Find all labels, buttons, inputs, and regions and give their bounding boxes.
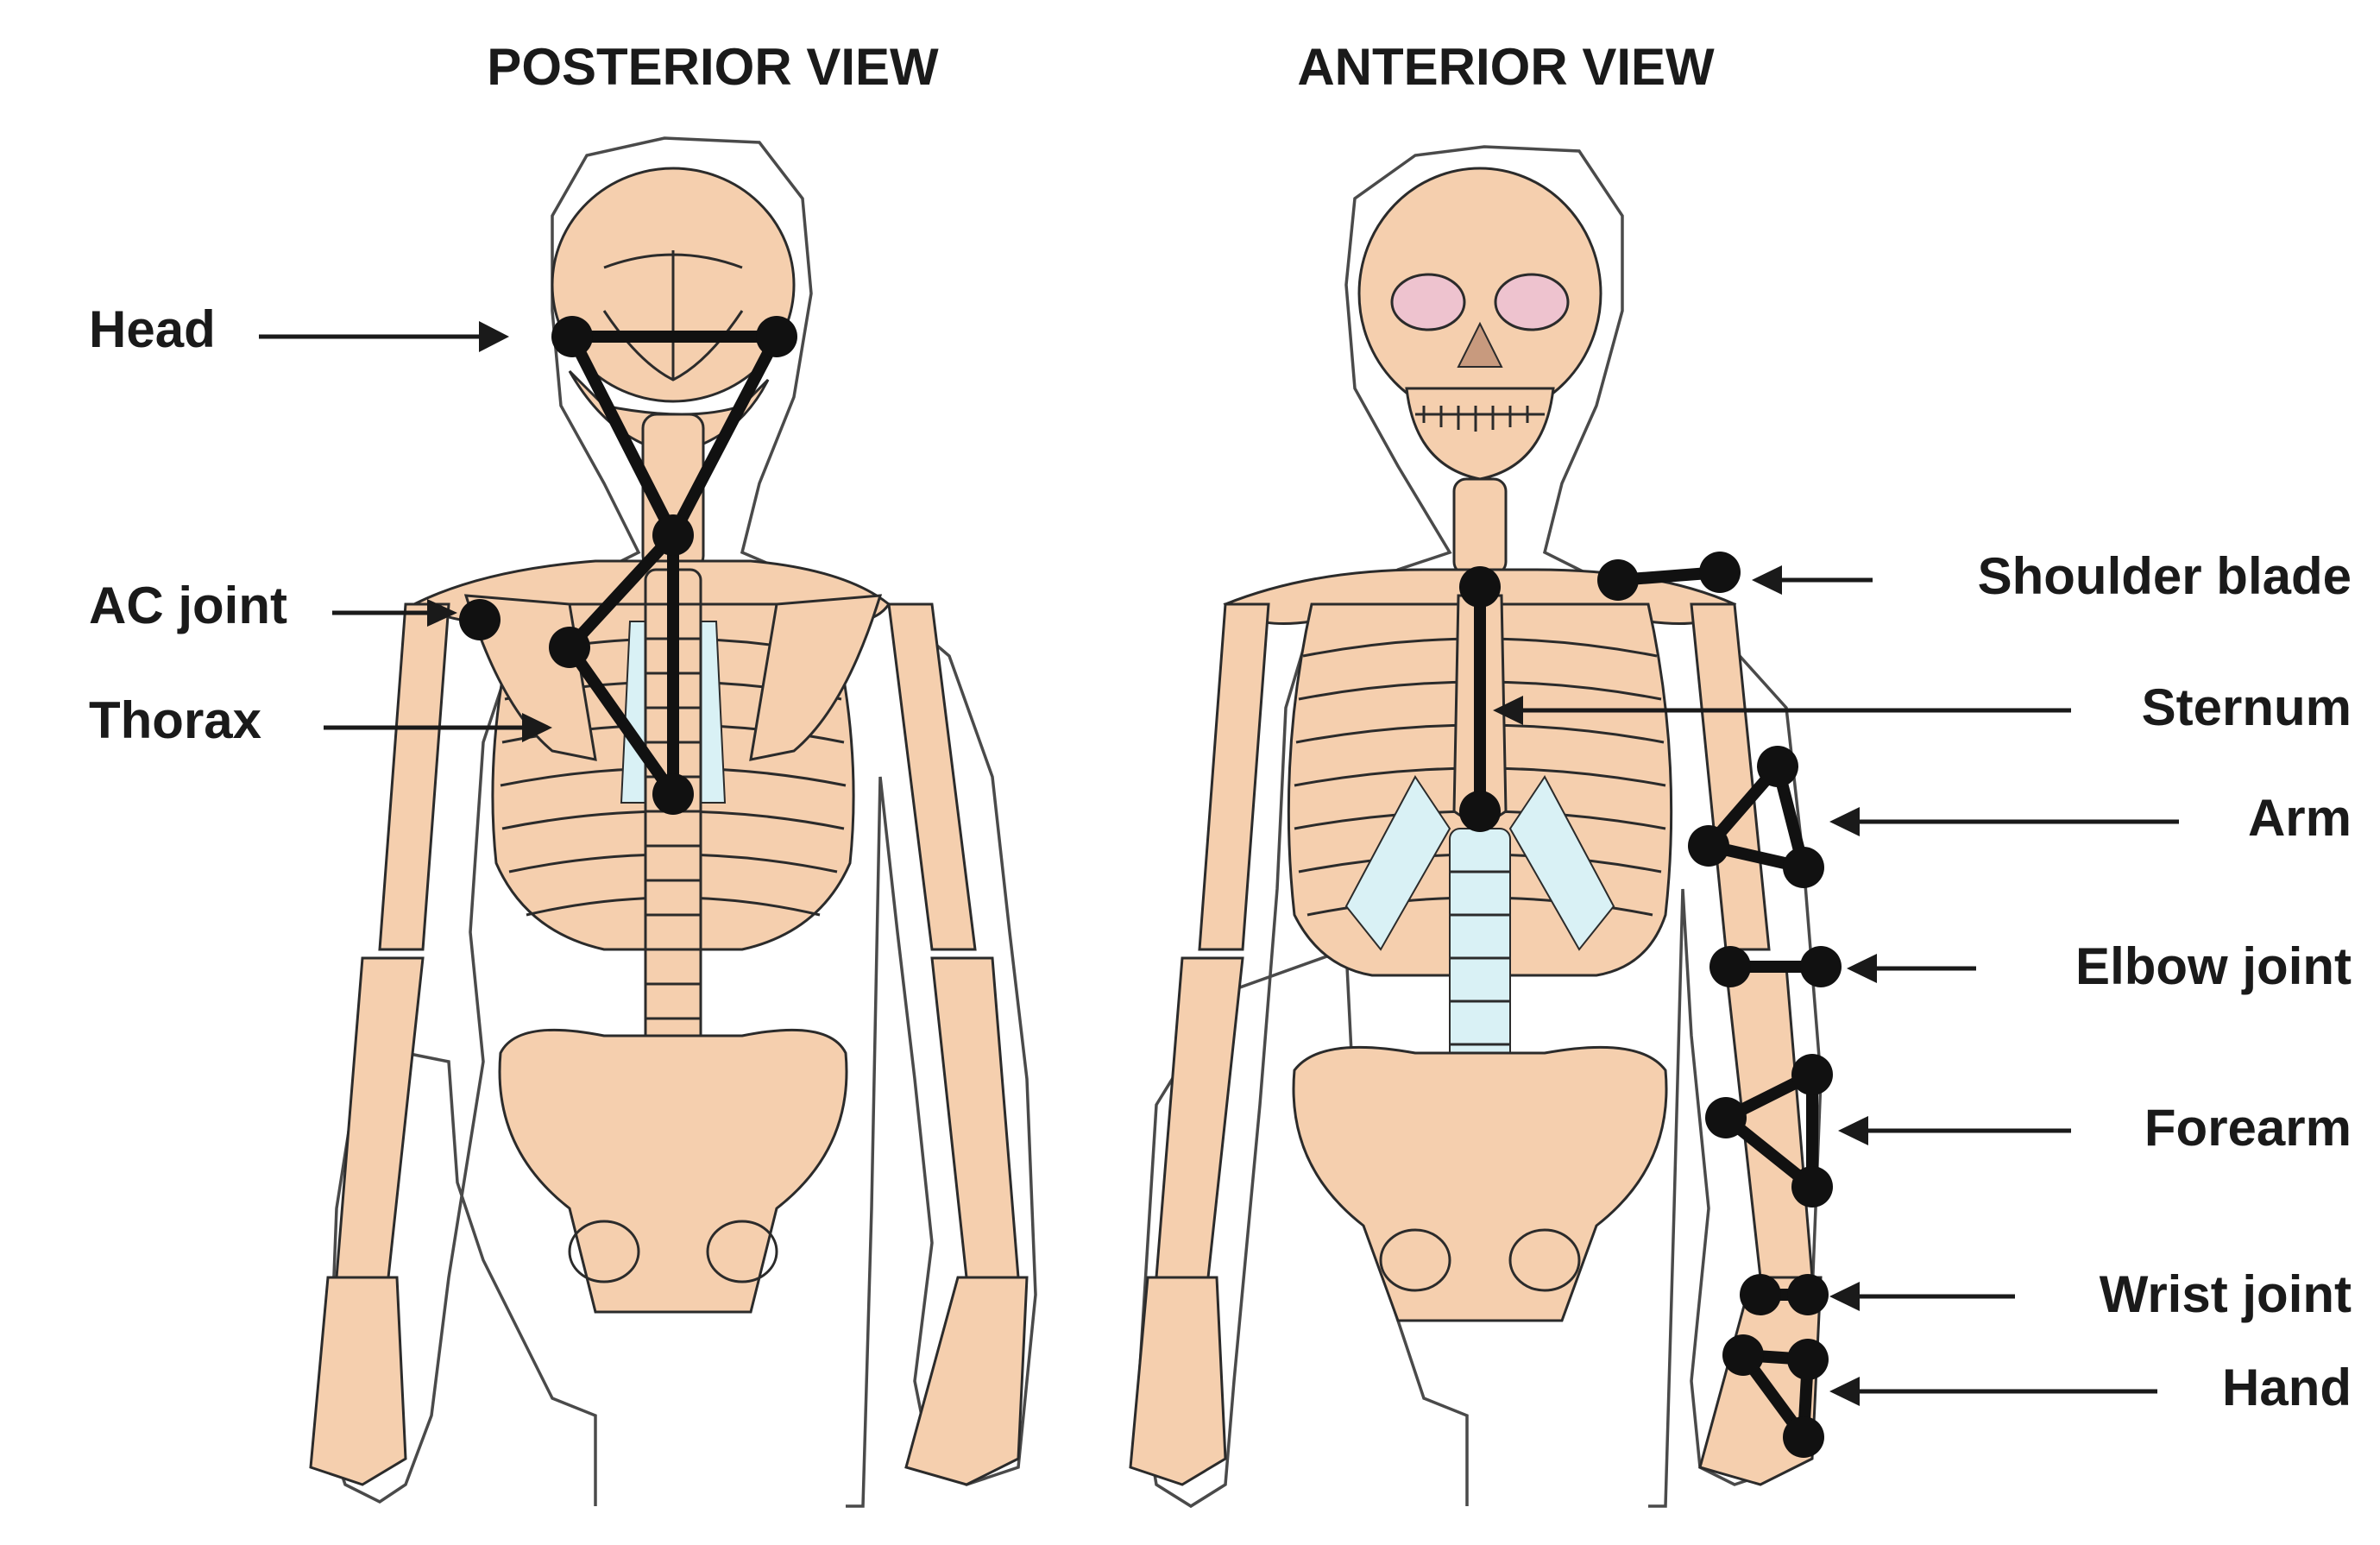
hand-medial-marker (1722, 1334, 1764, 1376)
shoulder-blade-medial-marker (1597, 559, 1639, 601)
posterior-left-hand (309, 1276, 407, 1486)
ac-joint-arrowhead (427, 599, 457, 627)
posterior-right-humerus (887, 602, 977, 951)
anterior-body-outline (1137, 145, 1823, 1509)
posterior-right-forearm (930, 956, 1020, 1279)
anterior-left-forearm (1155, 956, 1244, 1279)
head-arrowhead (479, 321, 509, 352)
arm-lateral-marker (1783, 847, 1824, 888)
sternum-top-marker (1459, 566, 1501, 608)
anterior-pelvis (1292, 1045, 1668, 1322)
anterior-left-orbit (1390, 273, 1466, 331)
forearm-arrowhead (1838, 1116, 1868, 1145)
shoulder-blade-lateral-marker (1699, 552, 1741, 593)
arm-label: Arm (2248, 789, 2352, 847)
shoulder-blade-label: Shoulder blade (1978, 547, 2352, 605)
sternum-label: Sternum (2142, 678, 2352, 736)
forearm-top-marker (1791, 1054, 1833, 1095)
forearm-label: Forearm (2144, 1099, 2352, 1157)
arm-top-marker (1757, 746, 1798, 787)
thorax-arrowhead (522, 713, 552, 742)
arm-marker-segment (1703, 760, 1810, 873)
anterior-left-hand (1129, 1276, 1227, 1486)
wrist-joint-label: Wrist joint (2100, 1265, 2352, 1323)
hand-marker-segment (1737, 1349, 1814, 1443)
ac-joint-marker (459, 599, 501, 640)
posterior-right-obturator (706, 1220, 778, 1283)
forearm-medial-marker (1705, 1097, 1747, 1138)
head-label: Head (89, 300, 216, 358)
thorax-side-marker (549, 627, 590, 668)
hand-label: Hand (2222, 1359, 2352, 1416)
anterior-teeth (1415, 406, 1545, 432)
ac-joint-label: AC joint (89, 577, 287, 634)
anterior-cervical-spine (1452, 477, 1508, 576)
anterior-jaw-teeth (1405, 387, 1555, 481)
posterior-left-forearm (335, 956, 425, 1279)
anterior-view-title: ANTERIOR VIEW (1297, 38, 1715, 96)
wrist-medial-marker (1740, 1274, 1781, 1315)
elbow-medial-marker (1709, 946, 1751, 987)
head-marker-segment (566, 331, 783, 541)
elbow-lateral-marker (1800, 946, 1842, 987)
anterior-left-obturator (1379, 1228, 1451, 1292)
sternum-bottom-marker (1459, 791, 1501, 832)
elbow-joint-label: Elbow joint (2075, 937, 2352, 995)
sternum-arrowhead (1493, 696, 1523, 725)
anterior-nasal-cavity (1457, 321, 1503, 368)
anterior-left-costal-cartilage (1344, 775, 1451, 951)
hand-arrowhead (1829, 1377, 1860, 1406)
posterior-right-scapula (749, 594, 883, 761)
hand-lateral-marker (1787, 1339, 1829, 1380)
wrist-joint-arrowhead (1829, 1282, 1860, 1311)
anterior-right-costal-cartilage (1508, 775, 1615, 951)
anterior-right-humerus (1690, 602, 1771, 951)
hand-bottom-marker (1783, 1416, 1824, 1458)
head-left-marker (551, 316, 593, 357)
posterior-view-title: POSTERIOR VIEW (487, 38, 939, 96)
anterior-right-orbit (1494, 273, 1570, 331)
forearm-marker-segment (1720, 1069, 1818, 1193)
elbow-joint-arrowhead (1847, 954, 1877, 983)
head-right-marker (756, 316, 797, 357)
anterior-figure (1129, 145, 1842, 1509)
thorax-lower-marker (652, 773, 694, 815)
anterior-lumbar-vertebrae (1450, 870, 1510, 1046)
posterior-left-humerus (378, 602, 450, 951)
posterior-left-obturator (568, 1220, 640, 1283)
arm-arrowhead (1829, 807, 1860, 836)
posterior-figure (309, 136, 1037, 1508)
c7-marker (652, 514, 694, 556)
anterior-right-obturator (1508, 1228, 1581, 1292)
wrist-lateral-marker (1787, 1274, 1829, 1315)
shoulder-blade-arrowhead (1752, 565, 1782, 595)
posterior-pelvis (498, 1028, 848, 1314)
arm-medial-marker (1688, 825, 1729, 867)
thorax-label: Thorax (89, 691, 261, 749)
posterior-right-hand (904, 1276, 1029, 1486)
anterior-left-humerus (1198, 602, 1270, 951)
forearm-bottom-marker (1791, 1166, 1833, 1208)
